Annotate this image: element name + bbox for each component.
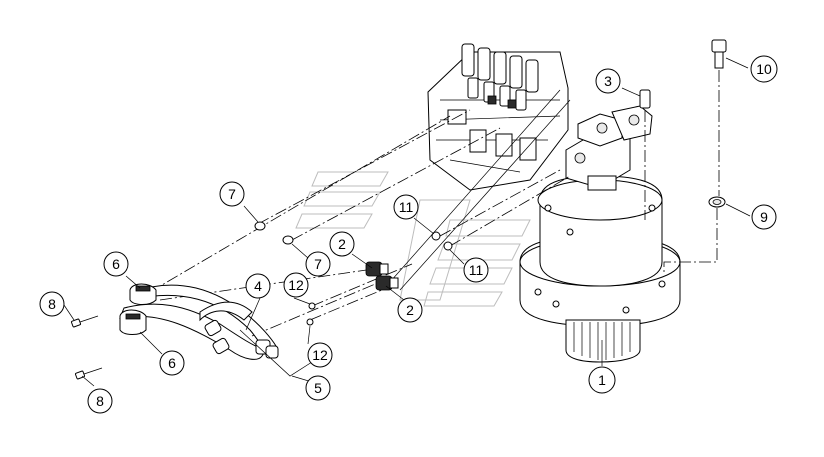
- callout-2b: 2: [397, 297, 423, 323]
- o-rings: [254, 221, 453, 326]
- callout-5: 5: [305, 375, 331, 401]
- control-valve-block: [427, 43, 569, 191]
- svg-text:12: 12: [288, 277, 304, 293]
- svg-text:12: 12: [312, 347, 328, 363]
- bolt-part-8: [70, 315, 103, 380]
- valve-solenoids: [447, 43, 539, 161]
- callout-6b: 6: [159, 350, 185, 376]
- callout-7b: 7: [305, 251, 331, 277]
- svg-text:2: 2: [338, 236, 346, 252]
- fitting-part-2: [365, 261, 399, 291]
- svg-text:8: 8: [48, 296, 56, 312]
- svg-text:7: 7: [314, 256, 322, 272]
- callout-8b: 8: [87, 388, 113, 414]
- motor-top-valve: [565, 105, 653, 191]
- callout-6a: 6: [103, 251, 129, 277]
- bolt-part-10: [711, 39, 727, 196]
- svg-text:2: 2: [406, 302, 414, 318]
- callout-7a: 7: [219, 181, 245, 207]
- callout-8a: 8: [39, 291, 65, 317]
- clamp-part-6: [119, 283, 157, 335]
- leader-lines: [63, 57, 751, 387]
- svg-text:1: 1: [598, 372, 606, 388]
- callout-11a: 11: [393, 194, 419, 220]
- hose-assembly: [119, 284, 279, 360]
- svg-text:4: 4: [254, 278, 262, 294]
- callout-1: 1: [588, 366, 616, 394]
- svg-text:5: 5: [314, 380, 322, 396]
- callout-11b: 11: [463, 257, 489, 283]
- svg-text:6: 6: [112, 256, 120, 272]
- callout-9: 9: [751, 204, 777, 230]
- washer-part-9: [663, 196, 726, 272]
- callout-12b: 12: [307, 342, 333, 368]
- svg-text:11: 11: [399, 199, 414, 215]
- svg-text:11: 11: [469, 262, 484, 278]
- callout-2a: 2: [329, 231, 355, 257]
- callout-12a: 12: [283, 272, 309, 298]
- callout-3: 3: [595, 68, 621, 94]
- svg-text:9: 9: [760, 209, 768, 225]
- svg-text:8: 8: [96, 393, 104, 409]
- svg-text:6: 6: [168, 355, 176, 371]
- callout-4: 4: [245, 273, 271, 299]
- svg-text:7: 7: [228, 186, 236, 202]
- callout-10: 10: [750, 55, 778, 83]
- swing-motor-assembly: [519, 105, 681, 363]
- pin-part-3: [639, 89, 651, 220]
- svg-text:3: 3: [604, 73, 612, 89]
- svg-text:10: 10: [756, 61, 772, 77]
